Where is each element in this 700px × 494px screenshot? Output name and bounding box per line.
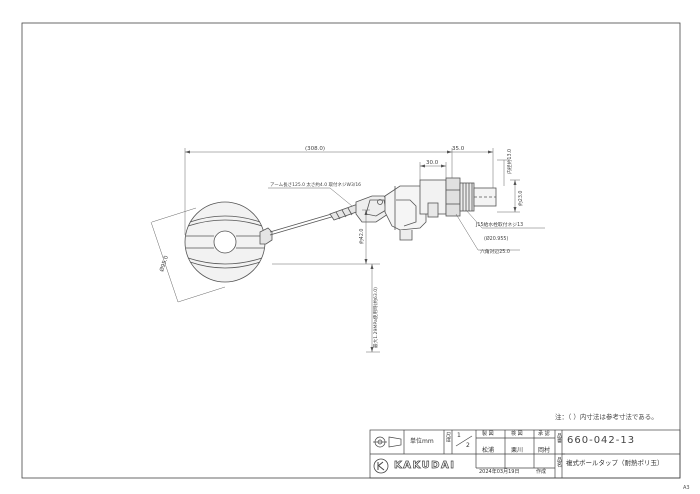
- date-suffix: 作成: [536, 469, 547, 475]
- part-number: 660-042-13: [567, 435, 636, 446]
- dimension-lines: [150, 148, 545, 353]
- dim-fitting-length: 35.0: [452, 146, 465, 152]
- ball-float: [184, 201, 273, 283]
- scale-header: 尺度: [445, 432, 451, 442]
- valve-body: [355, 177, 497, 241]
- dim-ball-diameter: Ø95.0: [158, 254, 170, 272]
- dim-vertical-mid: 約42.0: [358, 229, 365, 244]
- company-logo: KAKUDAI: [394, 460, 456, 471]
- name-drawn: 松浦: [482, 447, 495, 454]
- role-approved: 承 認: [538, 431, 550, 437]
- dim-height-top: 内径約13.0: [506, 149, 513, 174]
- dim-body-offset: 30.0: [426, 160, 439, 166]
- name-checked: 栗川: [511, 447, 524, 454]
- scale-denominator: 2: [466, 442, 470, 449]
- role-drawn: 製 図: [482, 431, 494, 437]
- dim-thread-note-2: (Ø20.955): [484, 235, 508, 242]
- float-arm: [269, 203, 363, 236]
- name-approved: 岡村: [538, 447, 551, 454]
- role-checked: 検 図: [511, 431, 523, 437]
- part-name: 複式ボールタップ（耐熱ポリ玉）: [566, 459, 664, 467]
- sheet-frame: [21, 22, 681, 479]
- dim-arm-note: アーム長さ125.0 太さ約4.0 取付ネジW3/16: [270, 181, 361, 188]
- reference-dimension-note: 注：（ ）内寸法は参考寸法である。: [555, 413, 658, 421]
- dim-height-mid: 約23.0: [517, 191, 524, 206]
- sheet-size: A3: [683, 485, 690, 491]
- dim-thread-note: J15給水栓取付ネジ13: [475, 221, 523, 228]
- dimension-arrows: [185, 150, 517, 352]
- part-number-label: 品番: [556, 433, 562, 443]
- unit-label: 単位mm: [410, 438, 434, 445]
- dim-overall-length: (308.0): [305, 146, 325, 152]
- part-name-label: 品名: [556, 457, 562, 467]
- dimension-labels: (308.0) 35.0 30.0 アーム長さ125.0 太さ約4.0 取付ネジ…: [158, 146, 524, 348]
- title-block: [369, 429, 681, 479]
- dim-vertical-long: 最大1.29MPa使用時(約63.0): [372, 287, 379, 348]
- scale-numerator: 1: [457, 432, 461, 439]
- kakudai-logo-icon: [373, 458, 389, 474]
- drawing-date: 2024年03月19日: [479, 469, 520, 475]
- dim-hex-note: 六角対辺25.0: [480, 248, 510, 255]
